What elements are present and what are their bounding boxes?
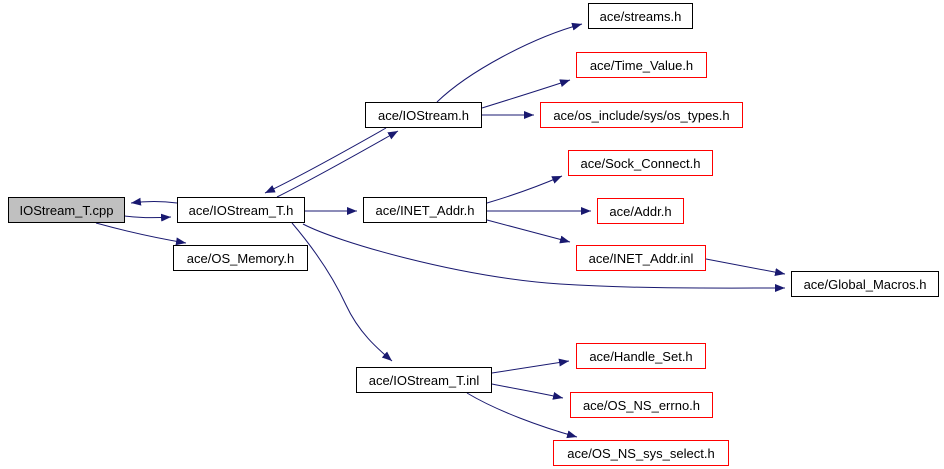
node-ace-os-ns-errno-h[interactable]: ace/OS_NS_errno.h bbox=[570, 392, 713, 418]
edge-ace-iostream-t-h-to-ace-global-macros-h bbox=[302, 223, 786, 293]
edge-ace-iostream-t-h-to-iostream-t-cpp bbox=[130, 197, 178, 206]
node-label: ace/Addr.h bbox=[609, 203, 672, 219]
node-ace-inet-addr-inl[interactable]: ace/INET_Addr.inl bbox=[576, 245, 706, 271]
node-label: ace/os_include/sys/os_types.h bbox=[553, 107, 730, 123]
edge-ace-iostream-h-to-ace-streams-h bbox=[436, 22, 583, 103]
node-ace-addr-h[interactable]: ace/Addr.h bbox=[597, 198, 684, 224]
node-label: IOStream_T.cpp bbox=[19, 202, 114, 218]
node-label: ace/Global_Macros.h bbox=[803, 276, 927, 292]
node-ace-streams-h[interactable]: ace/streams.h bbox=[588, 3, 693, 29]
node-ace-time-value-h[interactable]: ace/Time_Value.h bbox=[576, 52, 707, 78]
node-label: ace/IOStream.h bbox=[377, 107, 470, 123]
edge-ace-iostream-h-to-ace-time-value-h bbox=[481, 79, 571, 109]
node-ace-os-include-sys-os-types-h[interactable]: ace/os_include/sys/os_types.h bbox=[540, 102, 743, 128]
node-label: ace/IOStream_T.h bbox=[188, 202, 294, 218]
node-label: ace/IOStream_T.inl bbox=[368, 372, 480, 388]
node-label: ace/streams.h bbox=[599, 8, 682, 24]
edge-ace-inet-addr-inl-to-ace-global-macros-h bbox=[705, 258, 786, 277]
edge-ace-iostream-t-inl-to-ace-os-ns-sys-select-h bbox=[466, 392, 578, 439]
node-ace-global-macros-h[interactable]: ace/Global_Macros.h bbox=[791, 271, 939, 297]
edge-ace-inet-addr-h-to-ace-sock-connect-h bbox=[486, 175, 563, 204]
edge-ace-iostream-t-inl-to-ace-handle-set-h bbox=[491, 358, 570, 374]
edge-iostream-t-cpp-to-ace-os-memory-h bbox=[95, 222, 187, 246]
node-iostream-t-cpp: IOStream_T.cpp bbox=[8, 197, 125, 223]
edge-ace-iostream-t-h-to-ace-iostream-t-inl bbox=[291, 222, 393, 362]
node-label: ace/Handle_Set.h bbox=[589, 348, 693, 364]
node-ace-sock-connect-h[interactable]: ace/Sock_Connect.h bbox=[568, 150, 713, 176]
edge-iostream-t-cpp-to-ace-iostream-t-h bbox=[124, 213, 172, 222]
node-ace-inet-addr-h[interactable]: ace/INET_Addr.h bbox=[363, 197, 487, 223]
node-label: ace/Time_Value.h bbox=[589, 57, 694, 73]
node-label: ace/Sock_Connect.h bbox=[580, 155, 701, 171]
edge-ace-iostream-t-inl-to-ace-os-ns-errno-h bbox=[491, 383, 564, 400]
edge-ace-iostream-h-to-ace-iostream-t-h bbox=[264, 127, 387, 194]
node-label: ace/INET_Addr.h bbox=[375, 202, 475, 218]
node-ace-handle-set-h[interactable]: ace/Handle_Set.h bbox=[576, 343, 706, 369]
node-label: ace/OS_Memory.h bbox=[186, 250, 295, 266]
node-ace-iostream-h[interactable]: ace/IOStream.h bbox=[365, 102, 482, 128]
edge-ace-inet-addr-h-to-ace-inet-addr-inl bbox=[486, 219, 571, 244]
node-ace-os-memory-h[interactable]: ace/OS_Memory.h bbox=[173, 245, 308, 271]
node-label: ace/OS_NS_errno.h bbox=[582, 397, 701, 413]
node-ace-iostream-t-inl[interactable]: ace/IOStream_T.inl bbox=[356, 367, 492, 393]
edge-ace-iostream-t-h-to-ace-iostream-h bbox=[276, 130, 399, 198]
node-ace-iostream-t-h[interactable]: ace/IOStream_T.h bbox=[177, 197, 305, 223]
node-ace-os-ns-sys-select-h[interactable]: ace/OS_NS_sys_select.h bbox=[553, 440, 729, 466]
node-label: ace/OS_NS_sys_select.h bbox=[567, 445, 715, 461]
node-label: ace/INET_Addr.inl bbox=[588, 250, 694, 266]
